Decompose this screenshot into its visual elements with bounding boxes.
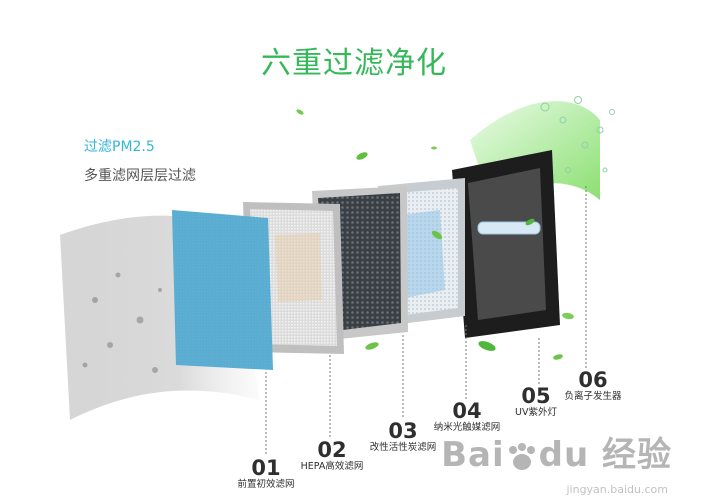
layer-06-text: 负离子发生器 (564, 391, 622, 402)
watermark-bai: Bai (441, 435, 505, 475)
leader-lines (265, 186, 587, 455)
watermark-du: du (538, 435, 590, 475)
layer-06-label: 06 负离子发生器 (558, 368, 628, 403)
layer-03-text: 改性活性炭滤网 (369, 442, 437, 453)
layer-06-number: 06 (578, 368, 608, 392)
multi-filter-subtitle: 多重滤网层层过滤 (84, 168, 196, 184)
layer-05-number: 05 (521, 384, 551, 408)
layer-05-text: UV紫外灯 (515, 407, 557, 418)
uv-lamp-icon (477, 221, 541, 235)
watermark-jingyan: 经验 (602, 435, 672, 475)
layer-03-label: 03 改性活性炭滤网 (362, 419, 444, 454)
pm25-subtitle: 过滤PM2.5 (84, 139, 155, 155)
layer-01-text: 前置初效滤网 (237, 479, 295, 490)
layer-03-number: 03 (388, 419, 418, 443)
page-title: 六重过滤净化 (261, 46, 447, 81)
layer-01-number: 01 (251, 456, 281, 480)
baidu-paw-icon (508, 443, 535, 470)
layer-04-label: 04 纳米光触媒滤网 (426, 399, 508, 434)
layer-02-label: 02 HEPA高效滤网 (292, 438, 372, 473)
layer-02-number: 02 (317, 438, 347, 462)
leaf-icon (296, 109, 574, 360)
watermark-site: jingyan.baidu.com (566, 483, 668, 496)
layer-02-text: HEPA高效滤网 (300, 461, 364, 472)
layer-01-label: 01 前置初效滤网 (228, 456, 304, 491)
layer-06-housing (452, 150, 560, 338)
layer-04-number: 04 (452, 399, 482, 423)
layer-04-text: 纳米光触媒滤网 (433, 422, 501, 433)
layer-05-label: 05 UV紫外灯 (506, 384, 566, 419)
layer-01-prefilter (172, 210, 273, 370)
bubble-icon (540, 96, 615, 173)
baidu-watermark: Bai du 经验 (441, 427, 672, 476)
